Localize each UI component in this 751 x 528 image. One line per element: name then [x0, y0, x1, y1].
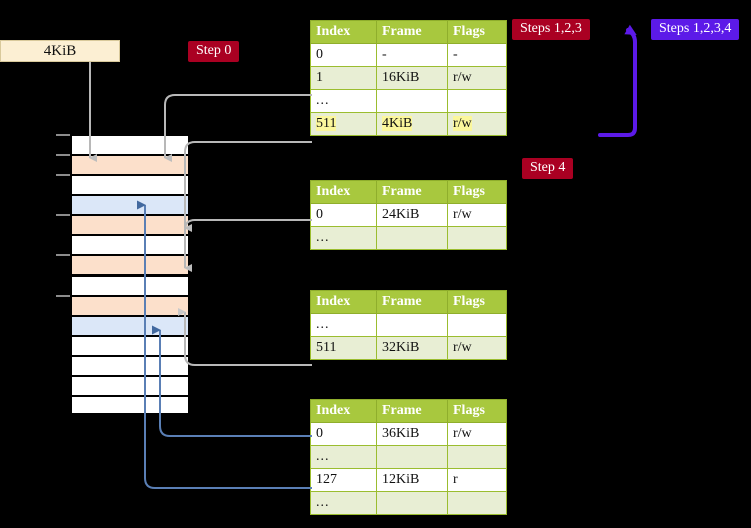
memory-row-tick [56, 254, 70, 257]
table-cell: 0 [310, 422, 377, 446]
table-cell: 24KiB [376, 203, 448, 227]
column-header-frame: Frame [376, 180, 448, 204]
page-frame-label: 4KiB [43, 43, 77, 59]
memory-row [70, 374, 190, 395]
table-row: ... [310, 491, 507, 515]
memory-row [70, 134, 190, 155]
table-cell: 0 [310, 43, 377, 67]
table-cell: 511 [310, 336, 377, 360]
memory-row [70, 194, 190, 215]
memory-row [70, 294, 190, 315]
badge-steps-1234: Steps 1,2,3,4 [651, 19, 740, 40]
table-cell: r/w [447, 112, 507, 136]
table-cell: ... [310, 491, 377, 515]
memory-row-tick [56, 214, 70, 217]
table-cell: 127 [310, 468, 377, 492]
table-cell: ... [310, 445, 377, 469]
table-row: ... [310, 226, 507, 250]
column-header-flags: Flags [447, 290, 507, 314]
table-cell: r/w [447, 203, 507, 227]
column-header-index: Index [310, 20, 377, 44]
table-cell: 1 [310, 66, 377, 90]
table-cell: - [447, 43, 507, 67]
memory-row-tick [56, 294, 70, 297]
table-row: ... [310, 445, 507, 469]
table-cell: 32KiB [376, 336, 448, 360]
badge-step-0: Step 0 [188, 41, 240, 62]
column-header-frame: Frame [376, 20, 448, 44]
memory-row-tick [56, 174, 70, 177]
table-cell [447, 89, 507, 113]
page-frame-box: 4KiB [0, 40, 120, 62]
table-cell: 0 [310, 203, 377, 227]
table-cell: 36KiB [376, 422, 448, 446]
physical-memory-column [56, 134, 190, 415]
table-cell: r/w [447, 336, 507, 360]
table-row: 0-- [310, 43, 507, 67]
memory-row [70, 234, 190, 255]
table-cell: ... [310, 226, 377, 250]
table-cell [376, 226, 448, 250]
column-header-frame: Frame [376, 290, 448, 314]
bracket-steps-arrow [598, 24, 637, 137]
table-cell: r/w [447, 422, 507, 446]
memory-row [70, 214, 190, 235]
memory-row [70, 314, 190, 335]
badge-step-4: Step 4 [522, 158, 574, 179]
table-cell: r/w [447, 66, 507, 90]
wire-pd-row511-to-memory [178, 308, 312, 366]
column-header-flags: Flags [447, 180, 507, 204]
table-cell [447, 226, 507, 250]
table-cell: - [376, 43, 448, 67]
table-cell [376, 491, 448, 515]
table-cell: ... [310, 313, 377, 337]
memory-row-tick [56, 134, 70, 136]
badge-steps-123: Steps 1,2,3 [512, 19, 590, 40]
table-row: ... [310, 89, 507, 113]
memory-row [70, 394, 190, 415]
table-cell [447, 445, 507, 469]
memory-row [70, 334, 190, 355]
column-header-flags: Flags [447, 399, 507, 423]
memory-row [70, 174, 190, 195]
memory-row [70, 254, 190, 275]
table-cell: r [447, 468, 507, 492]
table-cell: 16KiB [376, 66, 448, 90]
column-header-index: Index [310, 399, 377, 423]
memory-row [70, 274, 190, 295]
table-cell [376, 313, 448, 337]
column-header-frame: Frame [376, 399, 448, 423]
table-cell: 12KiB [376, 468, 448, 492]
wire-pml4-row511-to-memory [184, 141, 312, 232]
table-cell: 4KiB [376, 112, 448, 136]
memory-row-tick [56, 154, 70, 157]
table-cell: ... [310, 89, 377, 113]
table-cell: 511 [310, 112, 377, 136]
column-header-index: Index [310, 180, 377, 204]
table-row: ... [310, 313, 507, 337]
table-cell [376, 89, 448, 113]
wire-pdp-row0-to-memory [184, 219, 312, 272]
memory-row [70, 154, 190, 175]
column-header-index: Index [310, 290, 377, 314]
table-cell [376, 445, 448, 469]
table-cell [447, 491, 507, 515]
memory-row [70, 354, 190, 375]
table-cell [447, 313, 507, 337]
column-header-flags: Flags [447, 20, 507, 44]
